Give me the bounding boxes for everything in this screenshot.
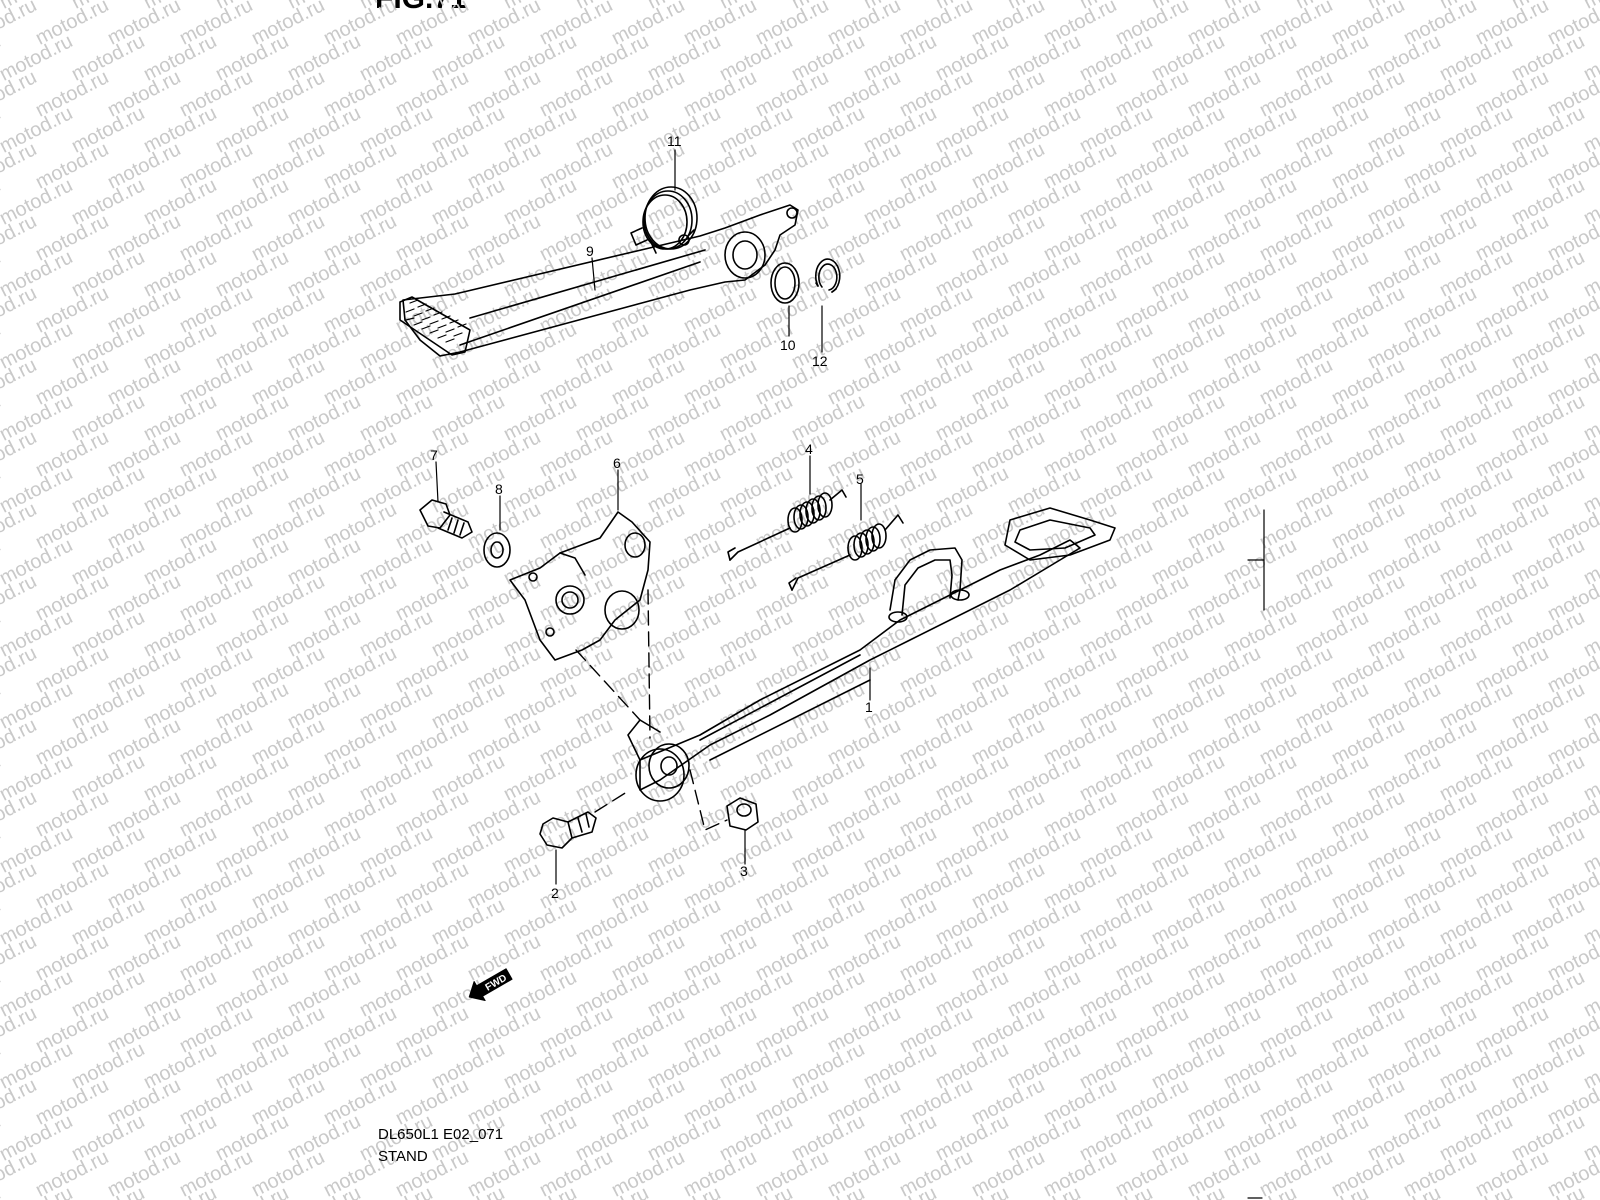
callout-7: 7 bbox=[430, 447, 438, 463]
callout-1: 1 bbox=[865, 699, 873, 715]
part-7-bolt bbox=[419, 499, 473, 539]
part-2-pivot-bolt bbox=[539, 811, 597, 849]
part-10-washer bbox=[770, 262, 800, 304]
leader-lines bbox=[435, 149, 871, 885]
callout-2: 2 bbox=[551, 885, 559, 901]
diagram-code: DL650L1 E02_071 bbox=[378, 1126, 504, 1143]
part-4-spring bbox=[727, 489, 847, 561]
callout-9: 9 bbox=[586, 243, 594, 259]
diagram-title: STAND bbox=[378, 1148, 428, 1165]
callout-6: 6 bbox=[613, 455, 621, 471]
callout-8: 8 bbox=[495, 481, 503, 497]
part-6-bracket bbox=[509, 511, 651, 661]
fwd-arrow-icon: FWD bbox=[468, 968, 513, 1002]
callout-labels: 11 9 10 12 7 8 6 4 5 1 2 3 bbox=[430, 133, 873, 901]
callout-12: 12 bbox=[812, 353, 828, 369]
assembly-lines bbox=[575, 589, 728, 831]
fwd-label: FWD bbox=[484, 973, 509, 994]
part-3-nut bbox=[726, 797, 759, 831]
callout-11: 11 bbox=[667, 133, 682, 149]
edge-marker bbox=[1247, 509, 1265, 611]
part-5-spring bbox=[788, 514, 904, 591]
part-11-return-spring bbox=[630, 186, 698, 254]
callout-3: 3 bbox=[740, 863, 748, 879]
callout-10: 10 bbox=[780, 337, 796, 353]
part-1-side-stand bbox=[627, 507, 1116, 802]
callout-5: 5 bbox=[856, 471, 864, 487]
figure-title: FIG.71 bbox=[375, 0, 467, 16]
part-12-circlip bbox=[814, 258, 841, 293]
part-8-washer bbox=[483, 532, 511, 568]
callout-4: 4 bbox=[805, 441, 813, 457]
part-9-brake-pedal bbox=[399, 204, 799, 357]
